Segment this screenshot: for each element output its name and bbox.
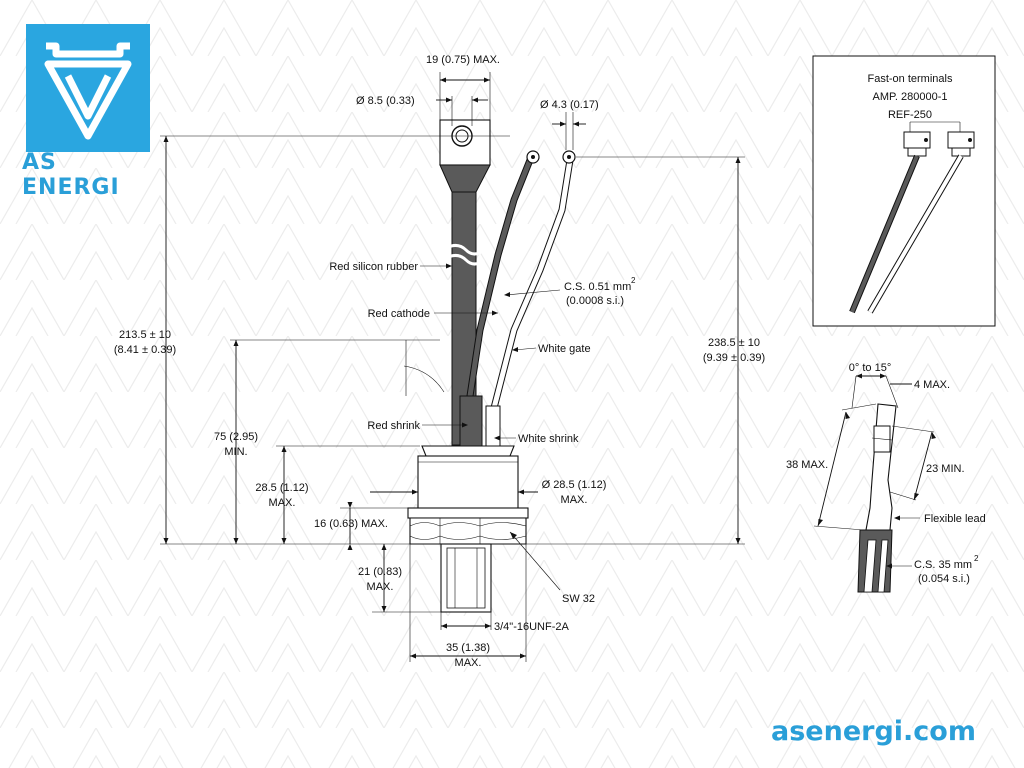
dim-top-width: 19 (0.75) MAX. — [426, 54, 500, 66]
label-white-shrink: White shrink — [518, 433, 579, 445]
dim-housing-height: 28.5 (1.12) — [255, 482, 308, 494]
lead-length-max: 38 MAX. — [786, 459, 828, 471]
stylized-v-shield-icon — [44, 42, 132, 140]
brand-name: AS ENERGI — [22, 150, 120, 200]
dimension-labels: 19 (0.75) MAX. Ø 8.5 (0.33) Ø 4.3 (0.17)… — [114, 54, 765, 669]
dim-eye-diameter: Ø 8.5 (0.33) — [356, 95, 415, 107]
dim-flat-width-label: MAX. — [455, 657, 482, 669]
dim-overall-cathode: 213.5 ± 10 — [119, 329, 171, 341]
website-url[interactable]: asenergi.com — [771, 716, 976, 747]
dim-lug-diameter: Ø 4.3 (0.17) — [540, 99, 599, 111]
dim-thread-spec: 3/4"-16UNF-2A — [494, 621, 569, 633]
dim-housing-height-label: MAX. — [269, 497, 296, 509]
inset-terminals-ref: REF-250 — [888, 109, 932, 121]
label-red-silicon-rubber: Red silicon rubber — [329, 261, 418, 273]
dimension-lines — [160, 72, 745, 662]
label-cs-large: C.S. 35 mm — [914, 559, 972, 571]
part-labels: Red silicon rubber Red cathode C.S. 0.51… — [329, 261, 636, 445]
inset-terminals-part: AMP. 280000-1 — [872, 91, 947, 103]
label-red-shrink: Red shrink — [367, 420, 420, 432]
inset-fast-on-terminals: Fast-on terminals AMP. 280000-1 REF-250 — [812, 55, 996, 327]
dim-bend-min: 75 (2.95) — [214, 431, 258, 443]
dim-thread-length: 21 (0.83) — [358, 566, 402, 578]
label-cs-large-inch: (0.054 s.i.) — [918, 573, 970, 585]
lead-angle: 0° to 15° — [849, 362, 891, 374]
label-flexible-lead: Flexible lead — [924, 513, 986, 525]
dim-housing-diameter: Ø 28.5 (1.12) — [542, 479, 607, 491]
logo — [26, 24, 150, 152]
lead-length-min: 23 MIN. — [926, 463, 965, 475]
dim-bend-min-label: MIN. — [224, 446, 247, 458]
dim-overall-cathode-inch: (8.41 ± 0.39) — [114, 344, 176, 356]
dim-hex-height: 16 (0.63) MAX. — [314, 518, 388, 530]
label-cs-small: C.S. 0.51 mm — [564, 281, 631, 293]
dim-thread-length-label: MAX. — [367, 581, 394, 593]
label-white-gate: White gate — [538, 343, 591, 355]
lead-width-max: 4 MAX. — [914, 379, 950, 391]
label-cs-small-sup: 2 — [631, 276, 636, 285]
label-red-cathode: Red cathode — [368, 308, 430, 320]
dim-flat-width: 35 (1.38) — [446, 642, 490, 654]
dim-overall-gate-inch: (9.39 ± 0.39) — [703, 352, 765, 364]
callout-leaders — [420, 263, 561, 441]
label-cs-small-inch: (0.0008 s.i.) — [566, 295, 624, 307]
dim-overall-gate: 238.5 ± 10 — [708, 337, 760, 349]
dim-housing-diameter-label: MAX. — [561, 494, 588, 506]
inset-flexible-lead: 0° to 15° 4 MAX. 38 MAX. 23 MIN. Flexibl… — [786, 362, 986, 593]
dim-wrench-size: SW 32 — [562, 593, 595, 605]
inset-terminals-title: Fast-on terminals — [868, 73, 953, 85]
label-cs-large-sup: 2 — [974, 554, 979, 563]
component-body — [407, 119, 576, 613]
